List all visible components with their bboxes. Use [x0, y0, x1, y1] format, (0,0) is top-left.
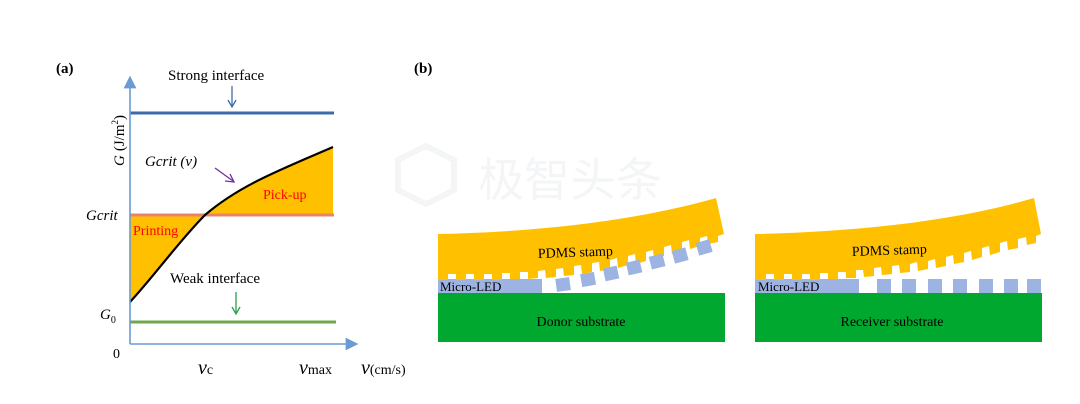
y-tick-gcrit: Gcrit: [86, 208, 118, 224]
pickup-region: [205, 147, 333, 215]
pdms-stamp-label-left: PDMS stamp: [538, 244, 614, 262]
pdms-stamp-label-right: PDMS stamp: [852, 242, 928, 260]
receiver-assembly: Receiver substrate Micro-LED PDMS stamp: [755, 198, 1042, 342]
pickup-label: Pick-up: [263, 188, 307, 203]
micro-led-label-right: Micro-LED: [758, 279, 819, 294]
weak-arrow-icon: [231, 292, 241, 316]
pdms-stamp-left: [438, 198, 724, 280]
panel-b-label: (b): [414, 61, 432, 77]
micro-led-strip-right: [755, 279, 859, 293]
micro-led-label-left: Micro-LED: [440, 279, 501, 294]
panel-b: (b) Donor substrate Micro-LED PDMS stamp: [414, 61, 1042, 342]
pdms-stamp-right: [755, 198, 1041, 280]
gcrit-curve-label: Gcrit (v): [145, 154, 197, 170]
donor-substrate: [438, 293, 725, 342]
origin-label: 0: [113, 347, 120, 362]
receiver-substrate: [755, 293, 1042, 342]
picked-micro-leds: [555, 239, 713, 292]
printing-label: Printing: [133, 224, 178, 239]
micro-led-strip: [438, 279, 542, 293]
printed-micro-leds: [877, 279, 1041, 293]
x-tick-vc: vc: [198, 357, 213, 379]
donor-substrate-label: Donor substrate: [536, 315, 625, 330]
watermark: 极智头条: [395, 142, 662, 208]
panel-a-label: (a): [56, 61, 74, 77]
svg-text:极智头条: 极智头条: [478, 155, 662, 206]
x-axis-title: v(cm/s): [361, 357, 406, 379]
x-tick-vmax: vmax: [299, 357, 332, 379]
gcrit-curve: [129, 145, 334, 303]
panel-a: (a) Strong interface Gcrit (v) Pick-up P…: [56, 61, 406, 379]
weak-interface-label: Weak interface: [170, 271, 260, 287]
gcrit-arrow-icon: [214, 167, 236, 183]
y-axis-title: G(J/m2): [110, 115, 128, 166]
donor-assembly: Donor substrate Micro-LED PDMS stamp: [438, 198, 725, 342]
strong-interface-label: Strong interface: [168, 68, 265, 84]
receiver-substrate-label: Receiver substrate: [840, 315, 943, 330]
y-tick-g0: G0: [100, 307, 116, 326]
strong-arrow-icon: [227, 86, 237, 109]
